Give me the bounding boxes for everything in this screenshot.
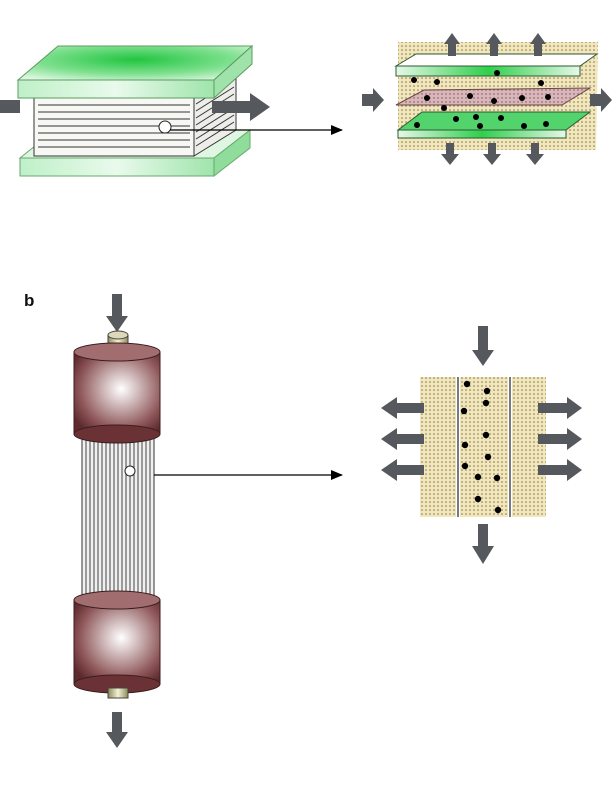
particles-b: [460, 380, 502, 514]
hollow-fiber-module: [73, 294, 343, 748]
fiber-lines: [85, 432, 151, 606]
top-end-cap: [73, 342, 161, 444]
detail-magnifier-a: [158, 120, 172, 134]
bottom-nozzle: [107, 687, 129, 699]
right-fiber-wall: [512, 377, 546, 517]
left-fiber-wall: [420, 377, 456, 517]
panel-label-b: b: [24, 291, 35, 310]
lumen-outlet-arrow: [472, 524, 494, 564]
top-plate-top: [16, 45, 254, 81]
bottom-plate-side: [19, 157, 215, 177]
bottom-end-cap: [73, 590, 161, 694]
detail-feed-arrow-in: [362, 88, 384, 112]
permeate-up-arrows: [444, 33, 546, 56]
permeate-down-arrows: [441, 143, 544, 165]
upper-membrane-edge: [395, 65, 581, 77]
right-permeate-arrows: [538, 397, 582, 481]
detail-magnifier-b: [124, 465, 136, 477]
feed-channel-sheet: [395, 87, 592, 106]
top-plate-edge: [213, 44, 253, 100]
feed-inlet-arrow: [0, 100, 20, 113]
lower-membrane-edge: [397, 129, 567, 139]
flat-sheet-detail: [362, 33, 612, 165]
left-permeate-arrows: [381, 397, 424, 481]
retentate-outlet-arrow: [212, 93, 270, 121]
bottom-plate-edge: [213, 128, 251, 178]
detail-feed-arrow-out: [590, 88, 612, 112]
top-plate-side: [17, 79, 215, 99]
lower-membrane-plate: [396, 111, 592, 131]
plate-frame-module: [0, 44, 343, 178]
top-inlet-arrow: [106, 294, 128, 332]
lumen-inlet-arrow: [472, 326, 494, 366]
fiber-lumen: [460, 377, 508, 517]
particles-a: [411, 70, 551, 129]
bottom-outlet-arrow: [106, 712, 128, 748]
hollow-fiber-detail: [381, 326, 582, 564]
